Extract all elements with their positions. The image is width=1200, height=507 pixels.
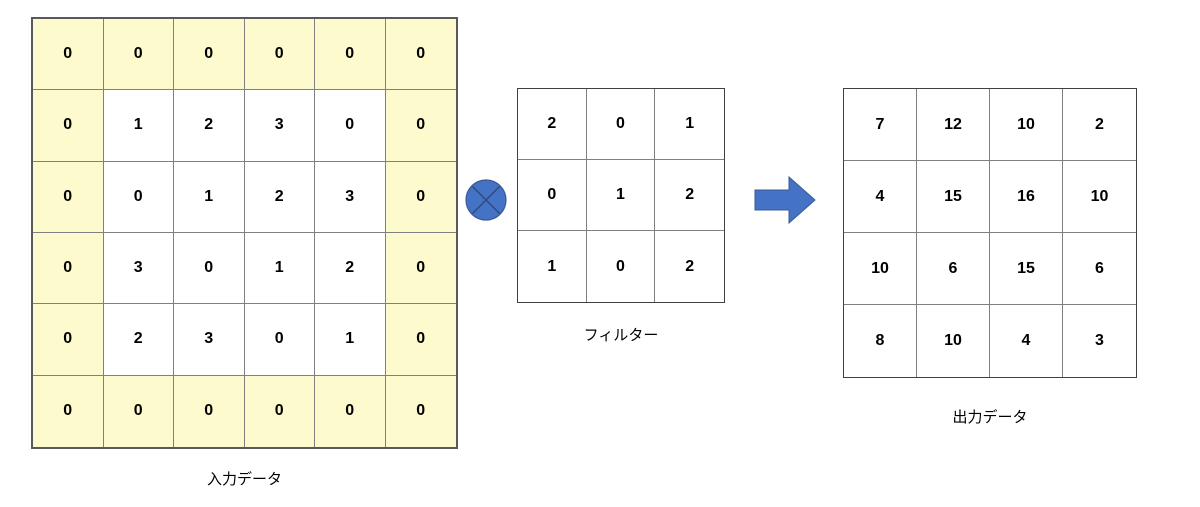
input-cell-r2-c1: 0	[103, 161, 174, 233]
input-cell-r3-c3: 1	[244, 233, 315, 305]
output-cell-r2-c2: 15	[990, 233, 1063, 305]
input-cell-r3-c5: 0	[385, 233, 456, 305]
input-cell-r4-c3: 0	[244, 304, 315, 376]
output-cell-r0-c3: 2	[1063, 89, 1136, 161]
output-cell-r3-c3: 3	[1063, 305, 1136, 377]
input-cell-r4-c2: 3	[174, 304, 245, 376]
input-cell-r1-c5: 0	[385, 90, 456, 162]
filter-cell-r2-c2: 2	[655, 231, 724, 302]
output-data-caption: 出力データ	[952, 409, 1028, 426]
input-cell-r3-c1: 3	[103, 233, 174, 305]
input-cell-r0-c1: 0	[103, 19, 174, 91]
filter-cell-r2-c0: 1	[518, 231, 587, 302]
input-cell-r3-c4: 2	[315, 233, 386, 305]
filter-caption: フィルター	[583, 327, 659, 344]
output-cell-r2-c3: 6	[1063, 233, 1136, 305]
input-cell-r4-c1: 2	[103, 304, 174, 376]
filter-cell-r1-c1: 1	[586, 160, 656, 231]
input-cell-r0-c2: 0	[174, 19, 245, 91]
output-cell-r0-c0: 7	[844, 89, 917, 161]
output-cell-r1-c3: 10	[1063, 161, 1136, 233]
input-cell-r2-c2: 1	[174, 161, 245, 233]
output-cell-r3-c0: 8	[844, 305, 917, 377]
output-cell-r0-c1: 12	[917, 89, 990, 161]
convolution-operator-icon	[464, 178, 508, 222]
filter-cell-r0-c1: 0	[586, 89, 656, 160]
filter-cell-r0-c0: 2	[518, 89, 587, 160]
input-cell-r0-c4: 0	[315, 19, 386, 91]
output-cell-r1-c2: 16	[990, 161, 1063, 233]
input-cell-r2-c5: 0	[385, 161, 456, 233]
input-cell-r4-c4: 1	[315, 304, 386, 376]
input-cell-r4-c5: 0	[385, 304, 456, 376]
input-cell-r1-c0: 0	[33, 90, 104, 162]
right-arrow-icon	[753, 174, 817, 226]
input-data-caption: 入力データ	[206, 471, 282, 488]
input-cell-r2-c4: 3	[315, 161, 386, 233]
input-cell-r5-c3: 0	[244, 375, 315, 447]
output-cell-r1-c1: 15	[917, 161, 990, 233]
output-cell-r1-c0: 4	[844, 161, 917, 233]
input-cell-r3-c0: 0	[33, 233, 104, 305]
input-cell-r1-c3: 3	[244, 90, 315, 162]
input-cell-r2-c3: 2	[244, 161, 315, 233]
output-cell-r0-c2: 10	[990, 89, 1063, 161]
input-cell-r5-c1: 0	[103, 375, 174, 447]
output-cell-r3-c1: 10	[917, 305, 990, 377]
input-cell-r5-c4: 0	[315, 375, 386, 447]
filter-cell-r1-c2: 2	[655, 160, 724, 231]
output-cell-r3-c2: 4	[990, 305, 1063, 377]
input-cell-r5-c5: 0	[385, 375, 456, 447]
input-cell-r0-c5: 0	[385, 19, 456, 91]
input-cell-r0-c0: 0	[33, 19, 104, 91]
filter-cell-r1-c0: 0	[518, 160, 587, 231]
input-cell-r2-c0: 0	[33, 161, 104, 233]
input-cell-r5-c2: 0	[174, 375, 245, 447]
input-cell-r1-c1: 1	[103, 90, 174, 162]
input-cell-r1-c4: 0	[315, 90, 386, 162]
filter-cell-r0-c2: 1	[655, 89, 724, 160]
input-cell-r4-c0: 0	[33, 304, 104, 376]
output-cell-r2-c0: 10	[844, 233, 917, 305]
input-cell-r1-c2: 2	[174, 90, 245, 162]
filter-cell-r2-c1: 0	[586, 231, 656, 302]
input-cell-r5-c0: 0	[33, 375, 104, 447]
input-cell-r3-c2: 0	[174, 233, 245, 305]
input-cell-r0-c3: 0	[244, 19, 315, 91]
output-cell-r2-c1: 6	[917, 233, 990, 305]
